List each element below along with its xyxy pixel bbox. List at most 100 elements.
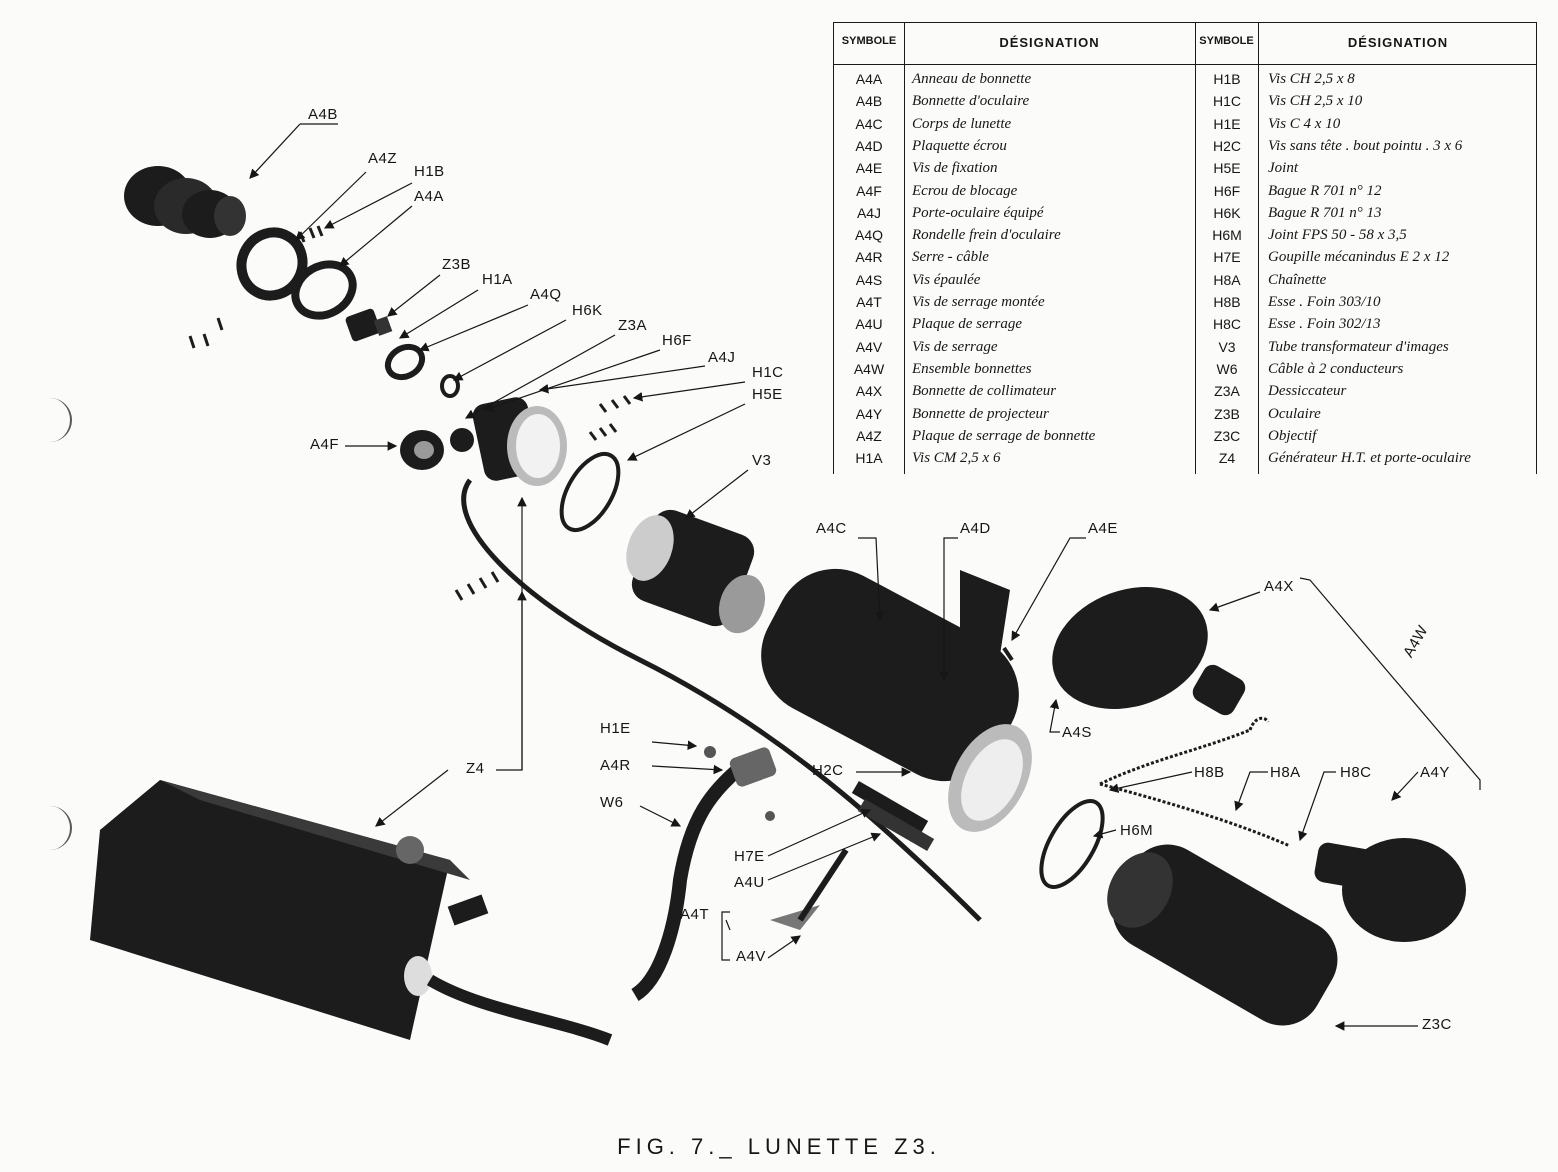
washer-a4q [440, 374, 460, 398]
row-designation: Dessiccateur [1268, 383, 1347, 400]
row-designation: Goupille mécanindus E 2 x 12 [1268, 249, 1450, 266]
callout-a4r: A4R [600, 757, 631, 774]
row-designation: Plaque de serrage de bonnette [912, 427, 1096, 444]
callout-h1b: H1B [414, 163, 445, 180]
row-symbol: A4S [855, 271, 883, 288]
callout-z3c: Z3C [1422, 1016, 1452, 1033]
callout-a4j: A4J [708, 349, 736, 366]
row-symbol: W6 [1216, 360, 1238, 377]
header-symbole-left: SYMBOLE [841, 35, 897, 47]
eyepiece-holder-a4j [472, 397, 567, 486]
callout-a4u: A4U [734, 874, 765, 891]
screws-h1c [588, 395, 632, 441]
clamp-a4r [729, 747, 777, 787]
row-designation: Bonnette de projecteur [912, 405, 1049, 422]
row-symbol: Z3A [1214, 383, 1240, 400]
callout-h6f: H6F [662, 332, 692, 349]
callout-a4v: A4V [736, 948, 766, 965]
callout-h5e: H5E [752, 386, 783, 403]
callout-h7e: H7E [734, 848, 765, 865]
row-designation: Vis de serrage [912, 338, 998, 355]
callout-a4y: A4Y [1420, 764, 1450, 781]
row-symbol: Z3B [1214, 405, 1240, 422]
row-symbol: H8A [1213, 271, 1241, 288]
screws-h1b [298, 225, 324, 243]
row-symbol: V3 [1218, 338, 1236, 355]
row-designation: Bonnette d'oculaire [912, 93, 1030, 110]
callout-h2c: H2C [812, 762, 844, 779]
row-designation: Esse . Foin 303/10 [1268, 294, 1381, 310]
row-symbol: A4Y [855, 405, 883, 422]
row-designation: Bonnette de collimateur [912, 383, 1057, 400]
row-designation: Générateur H.T. et porte-oculaire [1268, 450, 1471, 467]
row-designation: Vis épaulée [912, 271, 981, 288]
row-designation: Porte-oculaire équipé [912, 204, 1044, 221]
screw-h1e [704, 746, 775, 821]
row-symbol: A4B [855, 93, 883, 110]
nut-a4f [400, 430, 444, 470]
callout-w6: W6 [600, 794, 624, 811]
row-designation: Vis CH 2,5 x 10 [1268, 93, 1363, 110]
objective-z3c [1107, 844, 1338, 1026]
callout-z4: Z4 [466, 760, 485, 777]
callout-h1e: H1E [600, 720, 631, 737]
row-symbol: H6M [1212, 227, 1242, 244]
screws-holder [454, 571, 500, 601]
row-designation: Objectif [1268, 427, 1317, 444]
row-symbol: A4X [855, 383, 883, 400]
row-designation: Plaquette écrou [912, 137, 1007, 154]
row-symbol: H1B [1213, 71, 1241, 87]
row-designation: Esse . Foin 302/13 [1268, 316, 1381, 333]
callout-h1a: H1A [482, 271, 513, 288]
row-designation: Serre - câble [912, 249, 989, 266]
callout-h6m: H6M [1120, 822, 1154, 839]
row-symbol: H6K [1213, 204, 1241, 221]
callout-a4q: A4Q [530, 286, 562, 303]
row-designation: Bague R 701 n° 12 [1268, 182, 1382, 199]
callout-h6k: H6K [572, 302, 603, 319]
chain-h8a [1099, 716, 1291, 848]
row-symbol: A4T [856, 294, 882, 310]
row-designation: Chaînette [1268, 271, 1327, 288]
callout-h8a: H8A [1270, 764, 1301, 781]
callout-a4t: A4T [680, 906, 710, 923]
row-symbol: A4R [855, 249, 883, 266]
row-designation: Corps de lunette [912, 115, 1012, 132]
callout-a4f: A4F [310, 436, 340, 453]
row-symbol: H5E [1213, 160, 1241, 177]
callout-h8c: H8C [1340, 764, 1372, 781]
row-symbol: A4A [855, 71, 883, 87]
callout-h8b: H8B [1194, 764, 1225, 781]
row-designation: Ecrou de blocage [912, 182, 1018, 199]
row-designation: Plaque de serrage [912, 316, 1022, 333]
screw-a4e [1002, 646, 1014, 662]
callout-h1c: H1C [752, 364, 784, 381]
cap-a4y [1314, 838, 1466, 942]
generator-z4 [90, 780, 613, 1046]
cable-w6 [461, 478, 982, 1001]
callout-a4e: A4E [1088, 520, 1118, 537]
row-symbol: A4Q [854, 227, 883, 244]
parts-table: SYMBOLE DÉSIGNATION SYMBOLE DÉSIGNATION … [833, 22, 1537, 474]
callout-a4a: A4A [414, 188, 444, 205]
binder-hole-bottom [40, 806, 72, 850]
leader-lines [249, 123, 1481, 1031]
screws-h1a [188, 317, 224, 349]
table-row: A4Y Bonnette de projecteur [834, 403, 1536, 425]
